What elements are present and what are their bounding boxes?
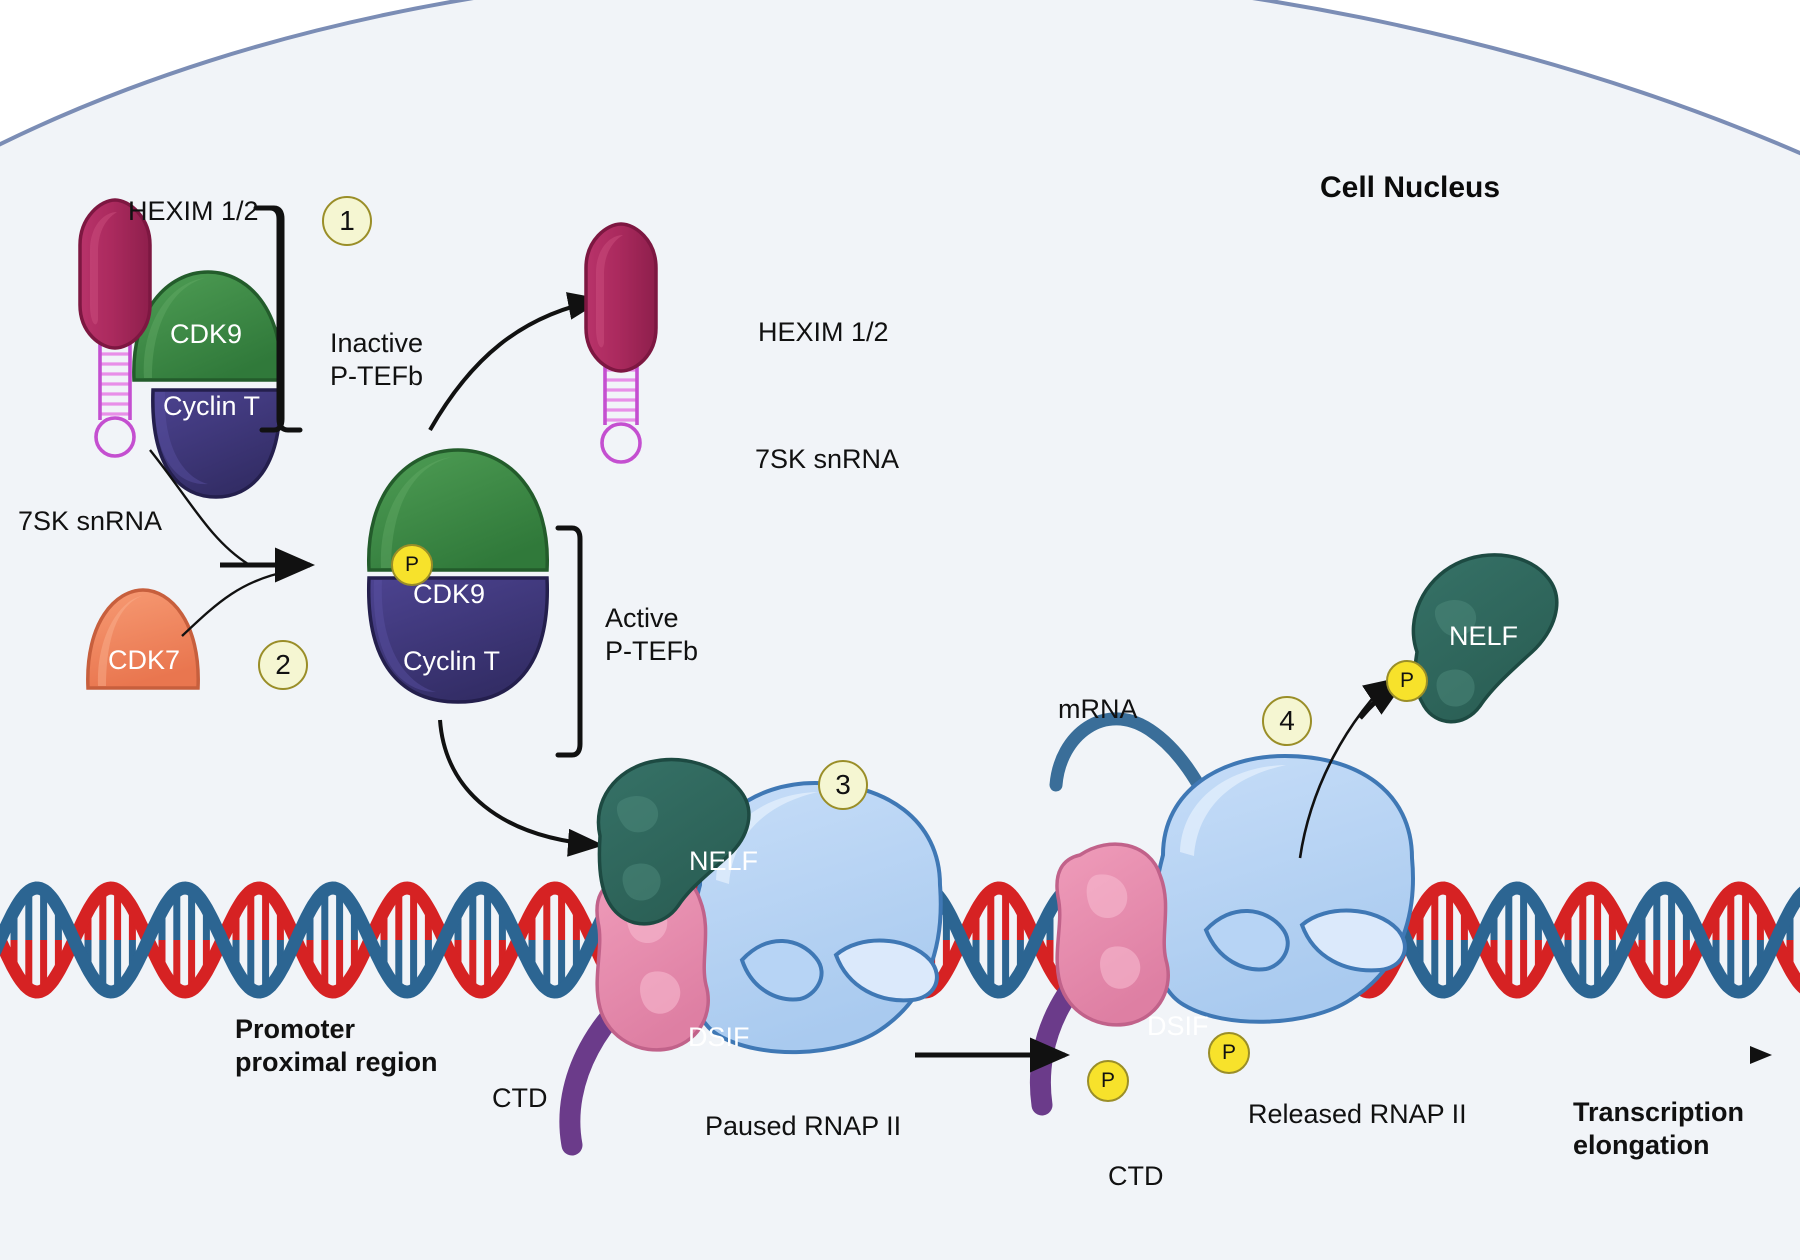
page-title: Cell Nucleus [1320,171,1501,204]
arrow-ptefb-to-rnap [438,719,604,857]
released-rnap2-complex [1029,712,1415,1116]
label-ctd-left: CTD [492,1083,548,1113]
arrow-snrna-dissociation [149,449,249,566]
step-badge-4: 4 [1262,696,1312,746]
step-badge-1: 1 [322,196,372,246]
label-dsif-released: DSIF [1147,1011,1209,1041]
inactive-ptefb-complex [78,198,283,499]
step-badge-2: 2 [258,640,308,690]
phospho-badge-nelf: P [1386,660,1428,702]
label-ctd-right: CTD [1108,1161,1164,1191]
label-cyclin-t-inactive: Cyclin T [163,391,261,421]
label-hexim-released: HEXIM 1/2 [758,317,889,347]
label-cyclin-t-active: Cyclin T [403,646,501,676]
label-mrna: mRNA [1058,694,1138,724]
released-hexim-snrna [584,222,658,464]
label-nelf-released: NELF [1449,621,1519,651]
phospho-badge-dsif: P [1208,1032,1250,1074]
active-ptefb-complex [367,448,549,704]
phospho-badge-ctd: P [1087,1060,1129,1102]
label-cdk9-inactive: CDK9 [170,319,243,349]
label-cdk7: CDK7 [108,645,181,675]
arrow-cdk7-phosphorylation [181,547,315,637]
bracket-active-ptefb [555,525,583,758]
phospho-badge-cdk9: P [391,544,433,586]
label-nelf-paused: NELF [689,846,759,876]
arrow-transcription-elongation [1578,1046,1772,1064]
label-dsif-paused: DSIF [688,1022,750,1052]
cdk7-protein [86,588,200,690]
released-nelf-protein [1411,553,1559,724]
label-cdk9-active: CDK9 [413,579,486,609]
arrow-hexim-release [428,292,604,431]
step-badge-3: 3 [818,760,868,810]
label-snrna-bound: 7SK snRNA [18,506,163,536]
paused-rnap2-complex [559,757,943,1156]
label-released-rnap2: Released RNAP II [1248,1099,1467,1129]
label-snrna-released: 7SK snRNA [755,444,900,474]
label-hexim-bound: HEXIM 1/2 [128,196,259,226]
bracket-inactive-ptefb-shape [259,205,285,433]
label-paused-rnap2: Paused RNAP II [705,1111,902,1141]
